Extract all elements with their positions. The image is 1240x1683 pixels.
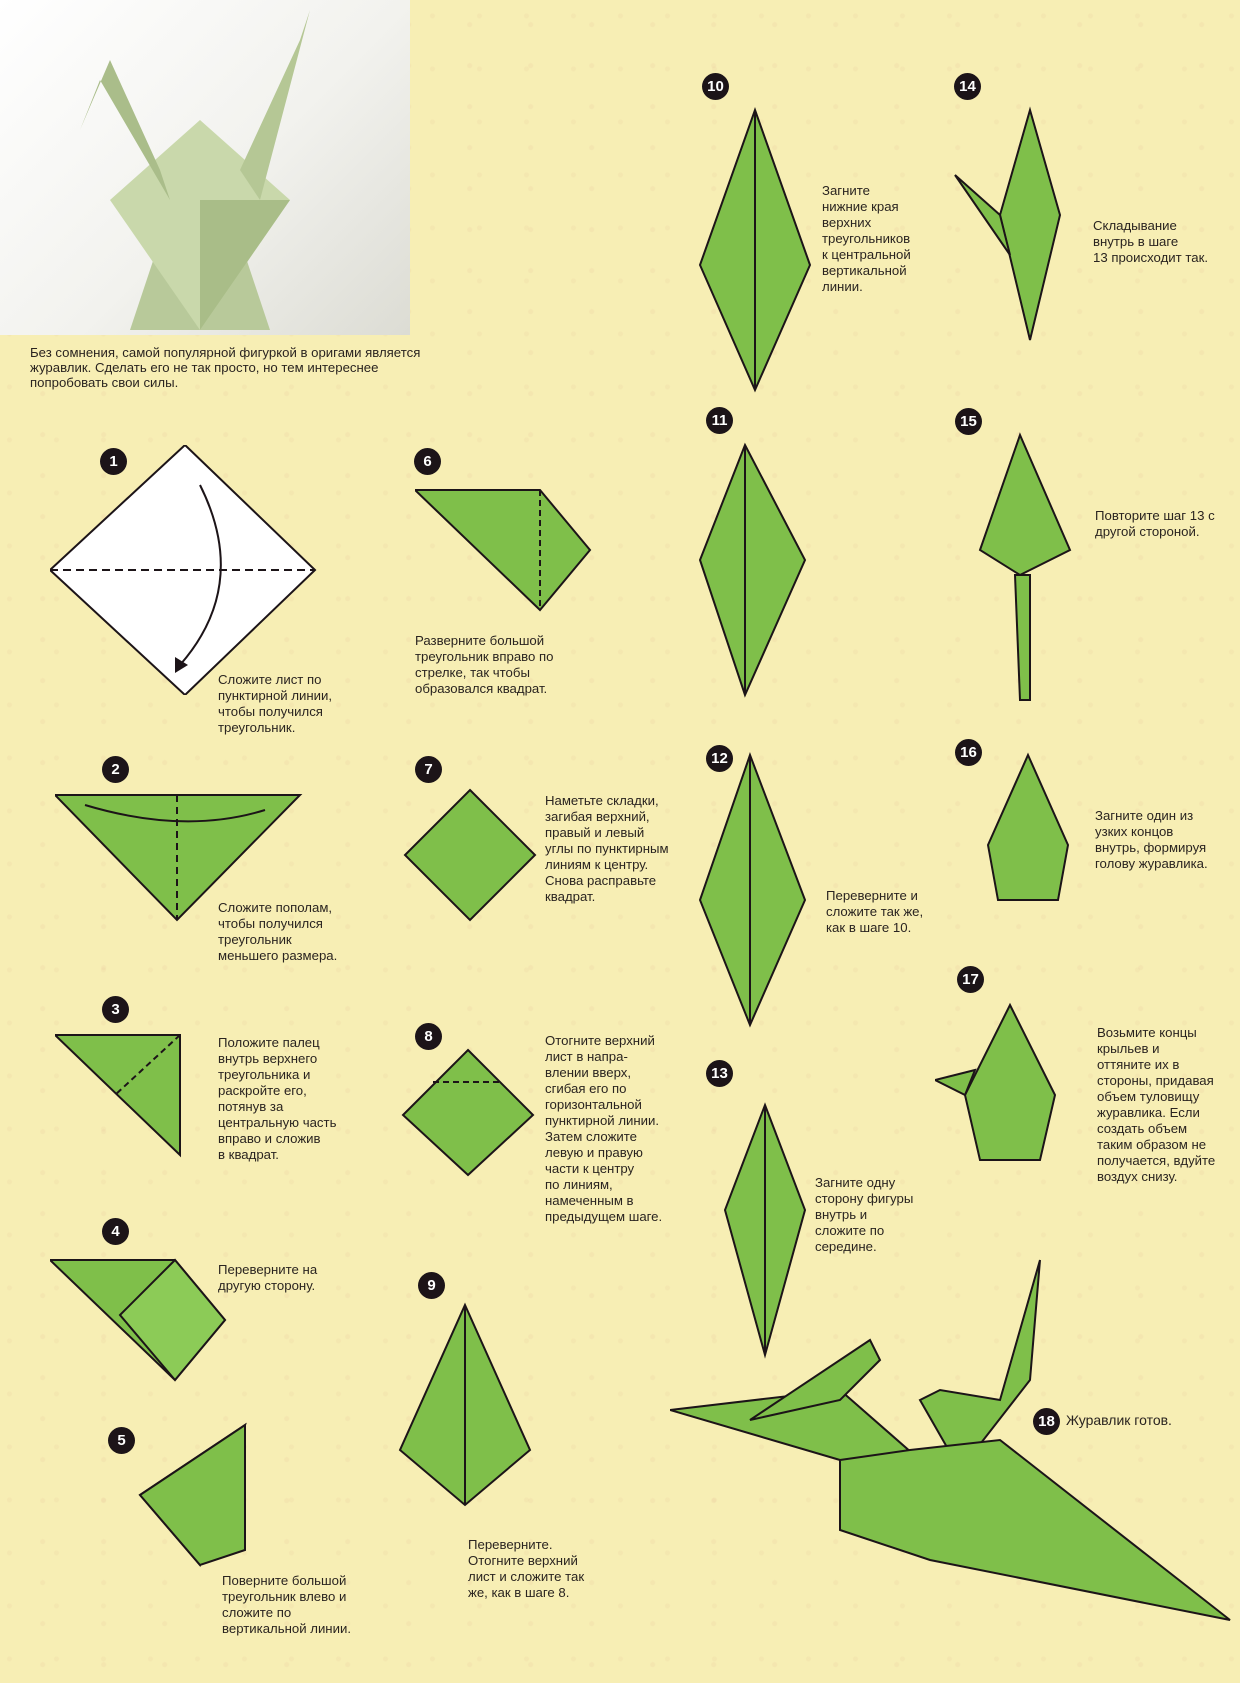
step-9-diagram bbox=[398, 1302, 532, 1507]
step-10-diagram bbox=[698, 107, 812, 393]
step-9-caption: Переверните. Отогните верхний лист и сло… bbox=[468, 1537, 585, 1600]
step-5-caption: Поверните большой треугольник влево и сл… bbox=[222, 1573, 351, 1636]
finished-crane-photo bbox=[0, 0, 410, 335]
step-5-badge: 5 bbox=[108, 1427, 135, 1454]
step-13-badge: 13 bbox=[706, 1060, 733, 1087]
step-2-badge: 2 bbox=[102, 756, 129, 783]
step-8-badge: 8 bbox=[415, 1023, 442, 1050]
step-1-diagram bbox=[50, 445, 317, 695]
step-6-diagram bbox=[415, 489, 592, 612]
step-3-diagram bbox=[55, 1034, 181, 1158]
step-15-caption: Повторите шаг 13 с другой стороной. bbox=[1095, 508, 1215, 539]
step-12-diagram bbox=[698, 752, 807, 1028]
step-8-diagram bbox=[401, 1048, 535, 1177]
step-17-diagram bbox=[935, 1002, 1057, 1161]
step-1-caption: Сложите лист по пунктирной линии, чтобы … bbox=[218, 672, 333, 735]
step-7-badge: 7 bbox=[415, 756, 442, 783]
step-11-badge: 11 bbox=[706, 407, 733, 434]
step-4-badge: 4 bbox=[102, 1218, 129, 1245]
step-4-diagram bbox=[50, 1258, 227, 1382]
step-7-diagram bbox=[403, 788, 537, 922]
step-2-diagram bbox=[55, 794, 303, 922]
step-15-badge: 15 bbox=[955, 408, 982, 435]
step-5-diagram bbox=[138, 1422, 247, 1568]
step-9-badge: 9 bbox=[418, 1272, 445, 1299]
step-2-caption: Сложите пополам, чтобы получился треугол… bbox=[218, 900, 338, 963]
step-18-badge: 18 bbox=[1033, 1408, 1060, 1435]
step-17-badge: 17 bbox=[957, 966, 984, 993]
step-14-caption: Складывание внутрь в шаге 13 происходит … bbox=[1093, 218, 1209, 265]
step-13-caption: Загните одну сторону фигуры внутрь и сло… bbox=[815, 1175, 914, 1254]
step-12-caption: Переверните и сложите так же, как в шаге… bbox=[826, 888, 924, 935]
step-16-caption: Загните один из узких концов внутрь, фор… bbox=[1095, 808, 1208, 871]
step-3-caption: Положите палец внутрь верхнего треугольн… bbox=[218, 1035, 337, 1162]
step-6-caption: Разверните большой треугольник вправо по… bbox=[415, 633, 554, 696]
intro-text: Без сомнения, самой популярной фигуркой … bbox=[30, 345, 421, 390]
step-12-badge: 12 bbox=[706, 745, 733, 772]
step-6-badge: 6 bbox=[414, 448, 441, 475]
step-16-diagram bbox=[986, 752, 1070, 901]
step-18-caption: Журавлик готов. bbox=[1066, 1412, 1172, 1428]
step-14-diagram bbox=[954, 106, 1062, 341]
step-15-diagram bbox=[978, 432, 1072, 701]
step-1-badge: 1 bbox=[100, 448, 127, 475]
step-13-diagram bbox=[723, 1102, 807, 1359]
step-10-badge: 10 bbox=[702, 73, 729, 100]
step-3-badge: 3 bbox=[102, 996, 129, 1023]
step-16-badge: 16 bbox=[955, 739, 982, 766]
step-10-caption: Загните нижние края верхних треугольнико… bbox=[822, 183, 911, 294]
step-8-caption: Отогните верхний лист в напра- влении вв… bbox=[545, 1033, 663, 1224]
step-4-caption: Переверните на другую сторону. bbox=[218, 1262, 318, 1293]
step-14-badge: 14 bbox=[954, 73, 981, 100]
step-7-caption: Наметьте складки, загибая верхний, правы… bbox=[545, 793, 669, 904]
step-17-caption: Возьмите концы крыльев и оттяните их в с… bbox=[1097, 1025, 1216, 1184]
crane-photo-icon bbox=[80, 10, 310, 330]
step-11-diagram bbox=[698, 442, 807, 698]
step-18-final-crane bbox=[670, 1259, 1231, 1621]
